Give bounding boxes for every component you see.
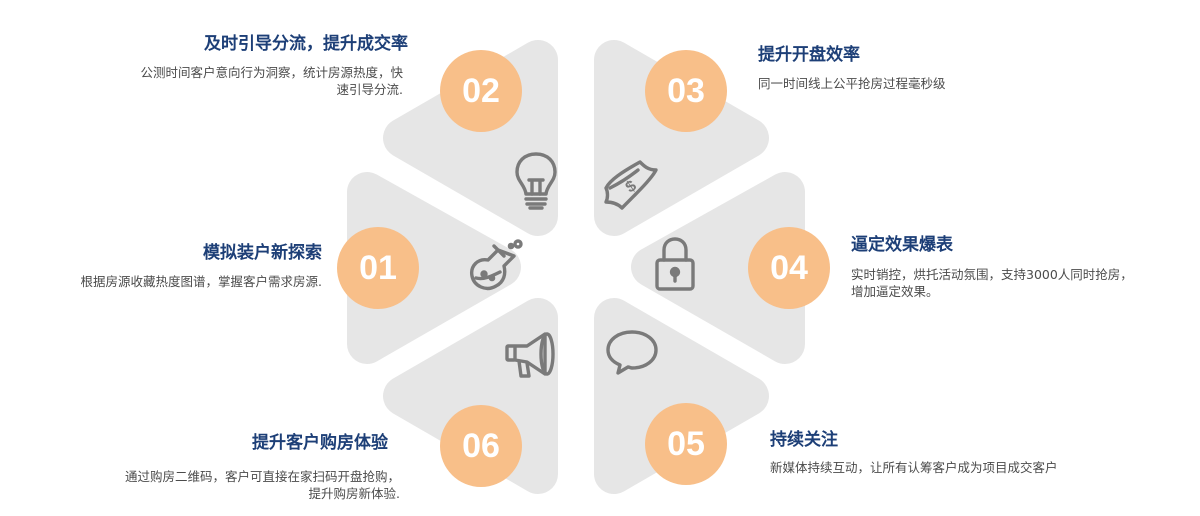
item-06-desc: 通过购房二维码，客户可直接在家扫码开盘抢购， 提升购房新体验. — [125, 468, 400, 502]
money-bill-icon: $ — [604, 160, 658, 210]
item-04-title: 逼定效果爆表 — [851, 235, 953, 255]
item-04-desc-line-2: 增加逼定效果。 — [851, 284, 939, 299]
circle-03: 03 — [645, 50, 727, 132]
lock-icon — [655, 237, 695, 291]
item-01-title: 模拟装户新探索 — [203, 243, 322, 263]
item-06-title: 提升客户购房体验 — [252, 433, 388, 453]
item-02-desc-line-1: 公测时间客户意向行为洞察，统计房源热度，快 — [140, 65, 403, 80]
circle-06: 06 — [440, 405, 522, 487]
item-03-desc: 同一时间线上公平抢房过程毫秒级 — [758, 76, 946, 91]
lightbulb-icon — [515, 152, 557, 210]
flask-icon — [470, 239, 523, 291]
item-04-desc: 实时销控，烘托活动氛围，支持3000人同时抢房， 增加逼定效果。 — [851, 266, 1133, 300]
item-05-desc: 新媒体持续互动，让所有认筹客户成为项目成交客户 — [770, 460, 1058, 475]
circle-05: 05 — [645, 403, 727, 485]
circle-01: 01 — [337, 227, 419, 309]
item-02-desc-line-2: 速引导分流. — [336, 82, 403, 97]
item-02-title: 及时引导分流，提升成交率 — [204, 34, 408, 54]
item-02-desc: 公测时间客户意向行为洞察，统计房源热度，快 速引导分流. — [140, 64, 403, 98]
circle-04: 04 — [748, 227, 830, 309]
item-01-desc: 根据房源收藏热度图谱，掌握客户需求房源. — [80, 274, 322, 289]
item-04-desc-line-1: 实时销控，烘托活动氛围，支持3000人同时抢房， — [851, 267, 1133, 282]
megaphone-icon — [505, 332, 555, 378]
item-06-desc-line-2: 提升购房新体验. — [308, 486, 400, 501]
chat-bubble-icon — [606, 330, 658, 375]
circle-02: 02 — [440, 50, 522, 132]
item-03-title: 提升开盘效率 — [758, 45, 860, 65]
item-06-desc-line-1: 通过购房二维码，客户可直接在家扫码开盘抢购， — [124, 469, 400, 484]
item-05-title: 持续关注 — [770, 430, 838, 450]
